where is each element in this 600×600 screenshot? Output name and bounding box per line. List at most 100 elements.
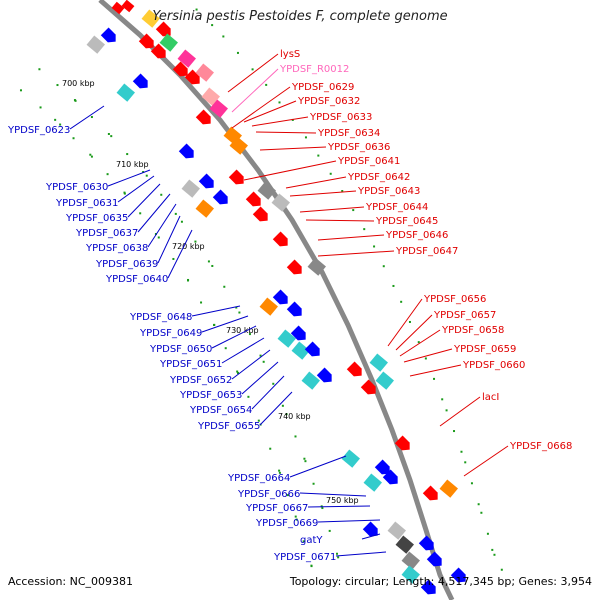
left-gene-label[interactable]: YPDSF_0671 [273,552,336,563]
left-gene-label[interactable]: YPDSF_0667 [245,503,308,514]
left-gene-label[interactable]: YPDSF_0649 [139,328,202,339]
gene-feature[interactable] [301,371,320,390]
gene-feature[interactable] [259,297,278,316]
gene-feature[interactable] [369,353,388,372]
gene-feature[interactable] [387,521,406,540]
gene-feature[interactable] [341,449,360,468]
gene-feature[interactable] [181,179,200,198]
left-gene-label[interactable]: YPDSF_0654 [189,405,252,416]
gene-feature[interactable] [450,567,469,586]
gene-feature[interactable] [150,43,169,62]
gene-feature[interactable] [198,173,217,192]
left-gene-label[interactable]: YPDSF_0635 [65,213,128,224]
gene-feature[interactable] [178,143,197,162]
gene-feature[interactable] [195,199,214,218]
gene-feature[interactable] [132,73,151,92]
gene-feature[interactable] [316,367,335,386]
right-gene-label[interactable]: YPDSF_0647 [395,246,458,257]
gene-feature[interactable] [394,435,413,454]
gene-feature[interactable] [277,329,296,348]
gene-feature[interactable] [418,535,437,554]
gene-feature[interactable] [138,33,157,52]
gene-feature[interactable] [401,565,420,584]
left-gene-label[interactable]: YPDSF_0637 [75,228,138,239]
gene-feature[interactable] [172,61,191,80]
right-gene-label[interactable]: YPDSF_R0012 [279,64,349,75]
gene-feature[interactable] [184,69,203,88]
gene-feature[interactable] [100,27,119,46]
right-gene-label[interactable]: YPDSF_0641 [337,156,400,167]
left-gene-label[interactable]: YPDSF_0648 [129,312,192,323]
left-gene-label[interactable]: YPDSF_0638 [85,243,148,254]
right-gene-label[interactable]: lacI [482,392,499,403]
gene-feature[interactable] [286,301,305,320]
right-gene-label[interactable]: YPDSF_0632 [297,96,360,107]
gene-feature[interactable] [374,459,393,478]
gene-feature[interactable] [245,191,264,210]
gene-feature[interactable] [121,0,135,13]
gene-feature[interactable] [228,169,247,188]
left-gene-label[interactable]: YPDSF_0651 [159,359,222,370]
gene-feature[interactable] [141,9,160,28]
right-gene-label[interactable]: lysS [280,49,300,60]
right-gene-label[interactable]: YPDSF_0629 [291,82,354,93]
gene-feature[interactable] [229,136,248,155]
left-gene-label[interactable]: YPDSF_0652 [169,375,232,386]
right-gene-label[interactable]: YPDSF_0643 [357,186,420,197]
gene-feature[interactable] [439,479,458,498]
gene-feature[interactable] [420,579,439,598]
left-gene-label[interactable]: YPDSF_0666 [237,489,300,500]
gene-feature[interactable] [272,231,291,250]
left-gene-label[interactable]: YPDSF_0650 [149,344,212,355]
gene-feature[interactable] [116,83,135,102]
left-gene-label[interactable]: gatY [300,535,323,546]
gene-feature[interactable] [346,361,365,380]
right-gene-label[interactable]: YPDSF_0660 [462,360,525,371]
gene-feature[interactable] [375,371,394,390]
right-gene-label[interactable]: YPDSF_0645 [375,216,438,227]
right-gene-label[interactable]: YPDSF_0636 [327,142,390,153]
right-gene-label[interactable]: YPDSF_0642 [347,172,410,183]
gene-feature[interactable] [426,551,445,570]
left-gene-label[interactable]: YPDSF_0631 [55,198,118,209]
gene-feature[interactable] [401,551,420,570]
gene-feature[interactable] [290,325,309,344]
gene-feature[interactable] [307,257,326,276]
gene-feature[interactable] [395,535,414,554]
right-gene-label[interactable]: YPDSF_0634 [317,128,380,139]
right-gene-label[interactable]: YPDSF_0658 [441,325,504,336]
gene-feature[interactable] [155,21,174,40]
left-gene-label[interactable]: YPDSF_0669 [255,518,318,529]
gene-feature[interactable] [201,87,220,106]
left-gene-label[interactable]: YPDSF_0623 [7,125,70,136]
gene-feature[interactable] [159,33,178,52]
gene-feature[interactable] [271,193,290,212]
right-gene-label[interactable]: YPDSF_0656 [423,294,486,305]
gene-feature[interactable] [291,341,310,360]
gene-feature[interactable] [272,289,291,308]
gene-feature[interactable] [177,49,196,68]
gene-feature[interactable] [286,259,305,278]
left-gene-label[interactable]: YPDSF_0630 [45,182,108,193]
right-gene-label[interactable]: YPDSF_0646 [385,230,448,241]
gene-feature[interactable] [257,181,276,200]
gene-feature[interactable] [304,341,323,360]
gene-feature[interactable] [212,189,231,208]
right-gene-label[interactable]: YPDSF_0659 [453,344,516,355]
left-gene-label[interactable]: YPDSF_0664 [227,473,290,484]
gene-feature[interactable] [360,379,379,398]
gene-feature[interactable] [86,35,105,54]
right-gene-label[interactable]: YPDSF_0657 [433,310,496,321]
gene-feature[interactable] [195,63,214,82]
gene-feature[interactable] [362,521,381,540]
left-gene-label[interactable]: YPDSF_0640 [105,274,168,285]
right-gene-label[interactable]: YPDSF_0644 [365,202,428,213]
gene-feature[interactable] [363,473,382,492]
right-gene-label[interactable]: YPDSF_0668 [509,441,572,452]
gene-feature[interactable] [422,485,441,504]
gene-feature[interactable] [111,1,125,15]
left-gene-label[interactable]: YPDSF_0655 [197,421,260,432]
left-gene-label[interactable]: YPDSF_0653 [179,390,242,401]
gene-feature[interactable] [195,109,214,128]
left-gene-label[interactable]: YPDSF_0639 [95,259,158,270]
